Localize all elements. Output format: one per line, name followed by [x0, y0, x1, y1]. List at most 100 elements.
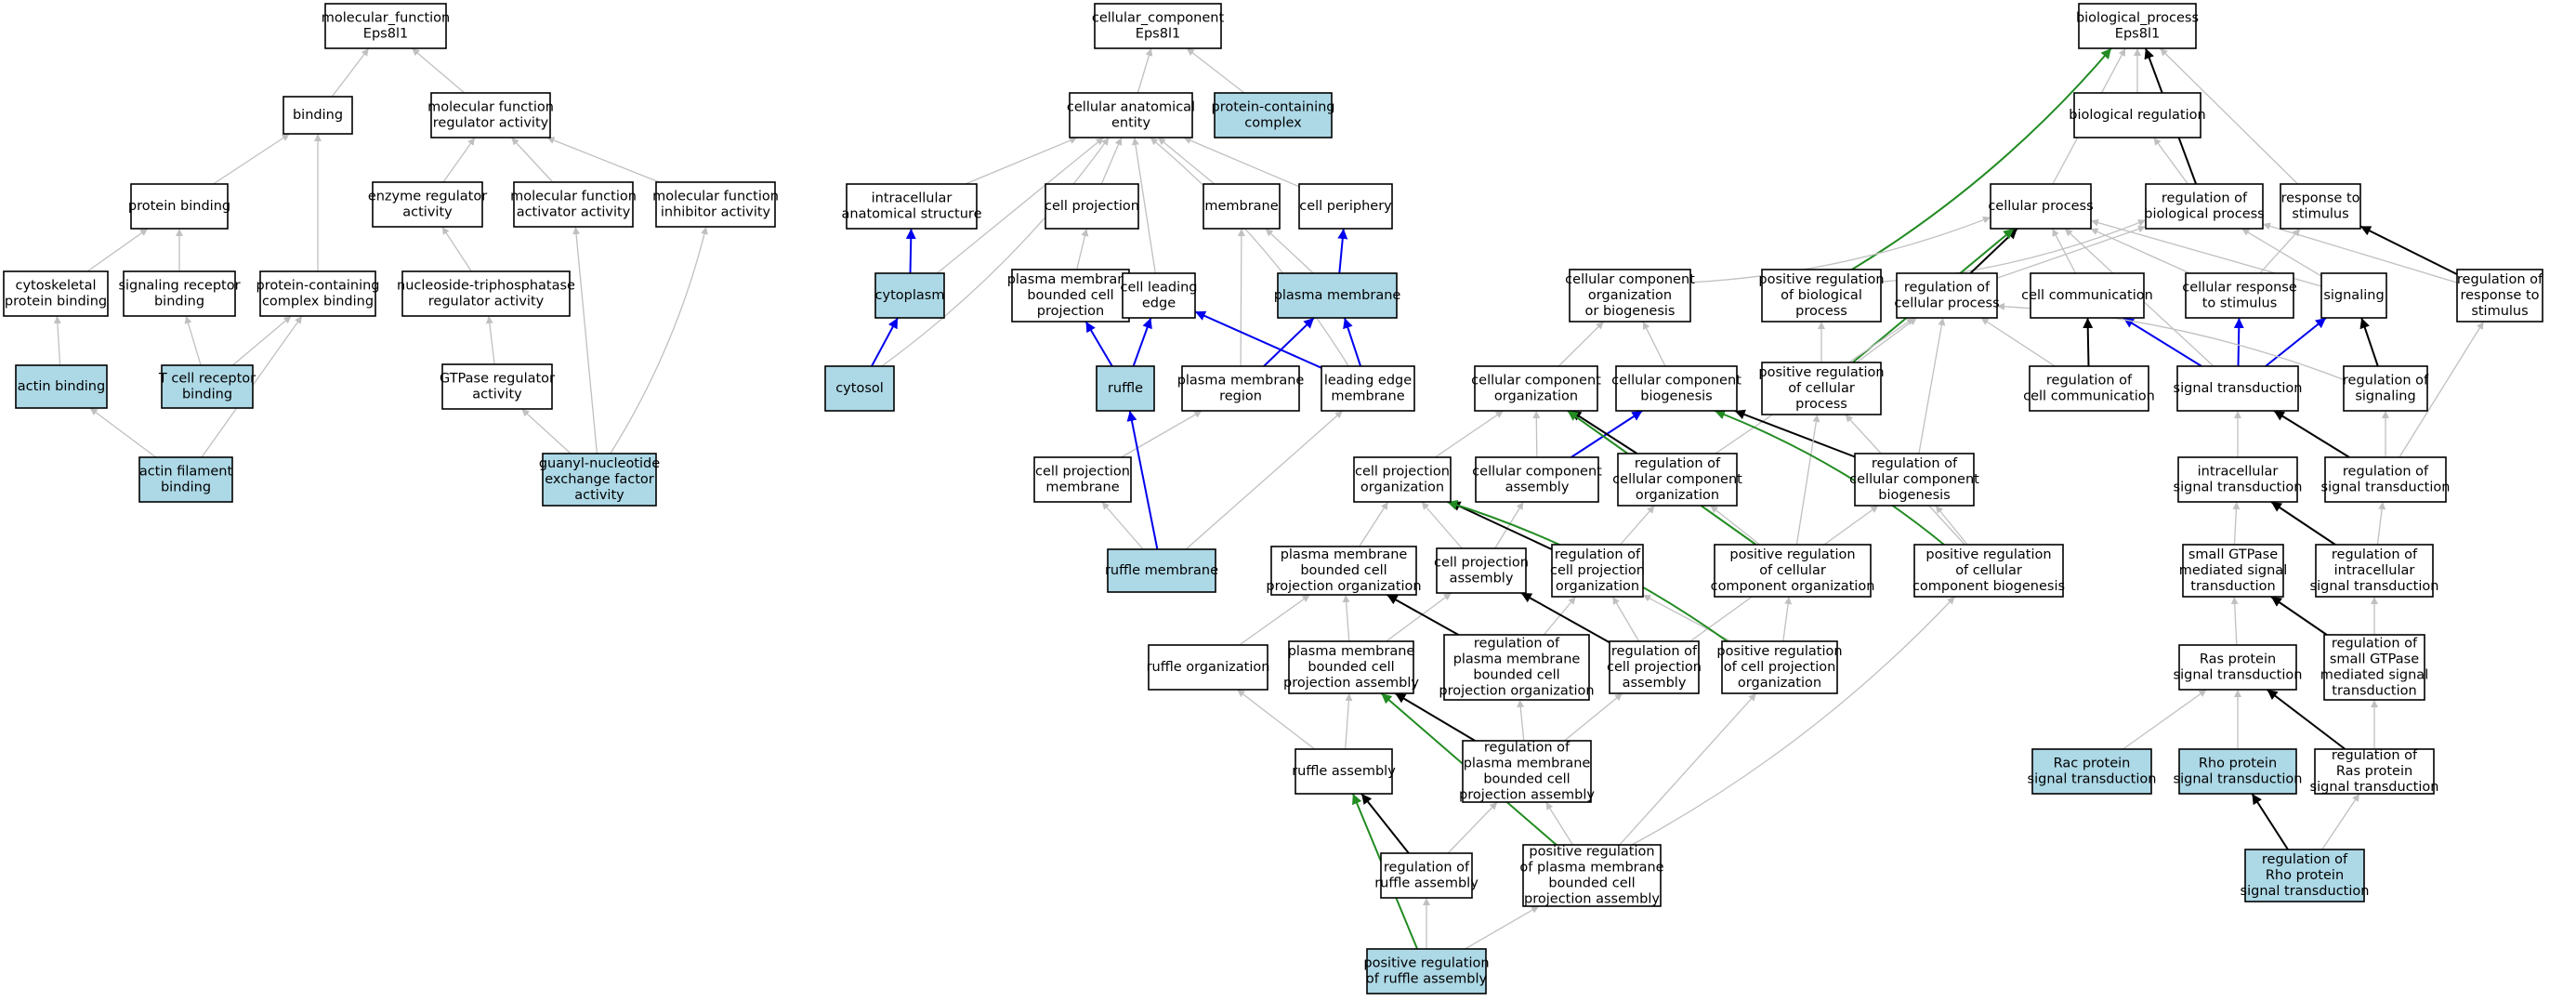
node-box [1475, 456, 1599, 503]
node-cytosol[interactable]: cytosol [824, 365, 895, 412]
node-cyto[interactable]: cytoplasm [874, 272, 945, 319]
node-ccomm[interactable]: cell communication [2021, 272, 2153, 319]
node-label-line: cellular anatomical [1067, 100, 1195, 115]
node-label-line: of biological [1781, 288, 1862, 303]
node-cellp[interactable]: cellular process [1988, 183, 2094, 230]
node-label-line: organization [1360, 481, 1444, 495]
edge-gtpra-to-ntpra [485, 315, 495, 365]
node-label-line: signal transduction [2174, 772, 2303, 787]
node-box [542, 453, 657, 507]
edge-rra-to-ra [1360, 793, 1410, 854]
node-box [513, 181, 634, 228]
node-label-line: ruffle assembly [1292, 764, 1396, 779]
node-box [1714, 544, 1872, 598]
edge-lem-to-cle [1194, 310, 1322, 369]
node-rm[interactable]: ruffle membrane [1105, 548, 1218, 593]
edge-ruffle-to-cle [1132, 317, 1152, 367]
node-sig[interactable]: signaling [2320, 272, 2387, 319]
node-pm[interactable]: plasma membrane [1274, 272, 1401, 319]
node-bind[interactable]: binding [283, 96, 353, 135]
node-box [1443, 634, 1590, 701]
node-memb[interactable]: membrane [1203, 183, 1281, 230]
node-label-line: biological process [2144, 207, 2264, 222]
edge-pm-to-memb [1265, 228, 1314, 274]
node-pb[interactable]: protein binding [128, 183, 230, 230]
node-ruffle[interactable]: ruffle [1096, 365, 1155, 412]
node-box [1854, 453, 1975, 507]
node-ab[interactable]: actin binding [15, 364, 108, 409]
node-breg[interactable]: biological regulation [2069, 92, 2206, 138]
node-label-line: of ruffle assembly [1366, 972, 1488, 987]
node-label-line: activity [402, 205, 453, 220]
node-ra[interactable]: ruffle assembly [1292, 748, 1396, 795]
node-box [1913, 544, 2064, 598]
node-st[interactable]: signal transduction [2174, 365, 2303, 412]
node-cproj[interactable]: cell projection [1045, 183, 1139, 230]
node-ro[interactable]: ruffle organization [1147, 644, 1270, 691]
node-cperi[interactable]: cell periphery [1298, 183, 1393, 230]
